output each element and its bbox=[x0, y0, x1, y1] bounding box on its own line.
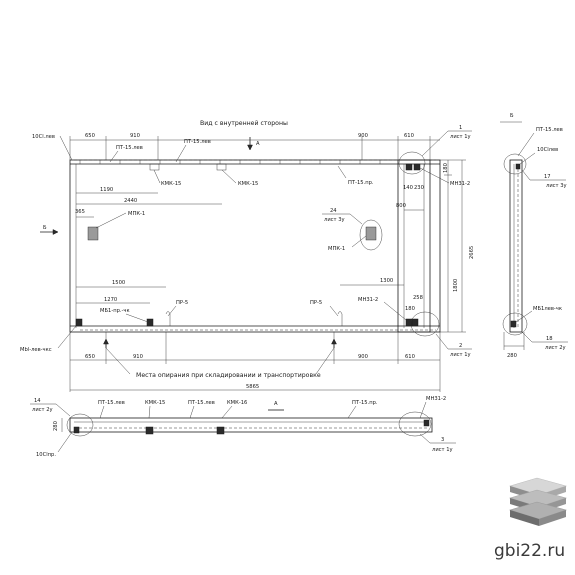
section-b-label: Б bbox=[43, 225, 47, 231]
callout-18-sheet: лист 2у bbox=[545, 345, 566, 351]
support-arrows bbox=[103, 338, 337, 375]
dim-650: 650 bbox=[85, 133, 95, 139]
dim-bottom-900: 900 bbox=[358, 354, 368, 360]
plan-strip: ПТ-15.лев КМК-15 ПТ-15.лев КМК-16 ПТ-15.… bbox=[30, 396, 456, 458]
label-mn31-2-b: МН31-2 bbox=[358, 297, 378, 303]
dim-900: 900 bbox=[358, 133, 368, 139]
callout-18: 18 bbox=[546, 336, 553, 342]
label-pt15-lev-b: ПТ-15.лев bbox=[184, 139, 211, 145]
elevation-labels: 10Сl.лев ПТ-15.лев ПТ-15.лев КМК-15 КМК-… bbox=[20, 134, 470, 353]
plan-label-pt15-lev-b: ПТ-15.лев bbox=[188, 400, 215, 406]
callout-2-sheet: лист 1у bbox=[450, 352, 471, 358]
mpk1-box-right bbox=[365, 226, 377, 241]
section-a-label: А bbox=[256, 141, 260, 147]
side-section-title: Б bbox=[510, 113, 514, 119]
callout-24-sheet: лист 3у bbox=[324, 217, 345, 223]
label-kmk15-b: КМК-15 bbox=[238, 181, 258, 187]
plan-label-pt15-lev: ПТ-15.лев bbox=[98, 400, 125, 406]
support-note: Места опирания при складировании и транс… bbox=[136, 372, 321, 379]
dim-1800: 1800 bbox=[453, 279, 459, 292]
callout-24: 24 bbox=[330, 208, 337, 214]
detail-zone-2 bbox=[410, 311, 440, 337]
view-title: Вид с внутренней стороны bbox=[200, 119, 288, 127]
label-mbl-lev: Мbl-лев-чкс bbox=[20, 347, 52, 353]
side-label-pt15: ПТ-15.лев bbox=[536, 127, 563, 133]
plan-label-pt15-pr: ПТ-15.пр. bbox=[352, 400, 378, 406]
dim-180-b: 180 bbox=[405, 306, 415, 312]
dim-1300: 1300 bbox=[380, 278, 393, 284]
label-mb1-pr: МБ1-пр.-чк bbox=[100, 308, 130, 314]
label-pr5-a: ПР-5 bbox=[176, 300, 188, 306]
dim-5865: 5865 bbox=[246, 384, 259, 390]
dim-258: 258 bbox=[413, 295, 423, 301]
dim-bottom-610: 610 bbox=[405, 354, 415, 360]
section-b-marker: Б bbox=[40, 225, 59, 235]
interior-dimensions: 1190 2440 365 1500 1270 1300 800 140 230… bbox=[75, 185, 424, 312]
dim-610: 610 bbox=[404, 133, 414, 139]
watermark-site: gbi22.ru bbox=[494, 541, 565, 561]
top-rail-ticks bbox=[79, 160, 381, 164]
dim-230: 230 bbox=[414, 185, 424, 191]
label-kmk15-a: КМК-15 bbox=[161, 181, 181, 187]
plan-label-kmk16: КМК-16 bbox=[227, 400, 247, 406]
dim-800: 800 bbox=[396, 203, 406, 209]
plan-detail-3 bbox=[398, 411, 432, 437]
callout-1-sheet: лист 1у bbox=[450, 134, 471, 140]
label-pt15-pr: ПТ-15.пр. bbox=[348, 180, 374, 186]
watermark-logo-icon bbox=[508, 477, 568, 526]
dim-365: 365 bbox=[75, 209, 85, 215]
callout-17: 17 bbox=[544, 174, 551, 180]
label-mpk1-a: МПК-1 bbox=[128, 211, 145, 217]
dim-140: 140 bbox=[403, 185, 413, 191]
dim-1190: 1190 bbox=[100, 187, 113, 193]
callout-3-sheet: лист 1у bbox=[432, 447, 453, 453]
dim-1500: 1500 bbox=[112, 280, 125, 286]
dim-180: 180 bbox=[443, 163, 449, 173]
dim-bottom-650: 650 bbox=[85, 354, 95, 360]
plan-label-kmk15-a: КМК-15 bbox=[145, 400, 165, 406]
label-mn31-2-a: МН31-2 bbox=[450, 181, 470, 187]
dim-2665: 2665 bbox=[469, 246, 475, 259]
callout-3: 3 bbox=[441, 437, 444, 443]
label-pr5-b: ПР-5 bbox=[310, 300, 322, 306]
right-dimensions: 180 2665 1800 bbox=[440, 159, 475, 333]
dim-910: 910 bbox=[130, 133, 140, 139]
main-elevation bbox=[69, 151, 441, 337]
plan-detail-14 bbox=[66, 413, 94, 437]
plan-dim-280: 280 bbox=[53, 421, 59, 431]
callout-14: 14 bbox=[34, 398, 41, 404]
side-label-mb1: МБ1лев-чк bbox=[533, 306, 562, 312]
label-10cl-lev: 10Сl.лев bbox=[32, 134, 55, 140]
callout-14-sheet: лист 2у bbox=[32, 407, 53, 413]
callout-2: 2 bbox=[459, 343, 462, 349]
plan-section-a: А bbox=[274, 401, 278, 407]
detail-zone-24 bbox=[359, 219, 383, 251]
side-detail-17 bbox=[503, 153, 527, 175]
plan-label-mn31: МН31-2 bbox=[426, 396, 446, 402]
callout-1: 1 bbox=[459, 125, 462, 131]
side-detail-18 bbox=[502, 312, 528, 336]
bottom-dimensions: 650 910 900 610 5865 Места опирания при … bbox=[69, 332, 441, 392]
side-label-10cl: 10Clлев bbox=[537, 147, 558, 153]
label-pt15-lev-a: ПТ-15.лев bbox=[116, 145, 143, 151]
section-a-marker: А bbox=[247, 137, 260, 151]
plan-label-10cl: 10Clпр. bbox=[36, 452, 56, 458]
mpk1-box-left bbox=[87, 226, 99, 241]
label-mpk1-b: МПК-1 bbox=[328, 246, 345, 252]
side-section: Б ПТ-15.лев 10Clлев МБ1лев-чк 17 лист 3у… bbox=[500, 113, 568, 359]
elevation-callouts: 1 лист 1у 24 лист 3у 2 лист 1у bbox=[322, 125, 472, 358]
callout-17-sheet: лист 3у bbox=[546, 183, 567, 189]
detail-zone-1 bbox=[398, 151, 426, 175]
side-dim-280: 280 bbox=[507, 353, 517, 359]
dim-1270: 1270 bbox=[104, 297, 117, 303]
top-dimensions: 650 910 900 610 bbox=[69, 133, 440, 160]
dim-2440: 2440 bbox=[124, 198, 137, 204]
dim-bottom-910: 910 bbox=[133, 354, 143, 360]
